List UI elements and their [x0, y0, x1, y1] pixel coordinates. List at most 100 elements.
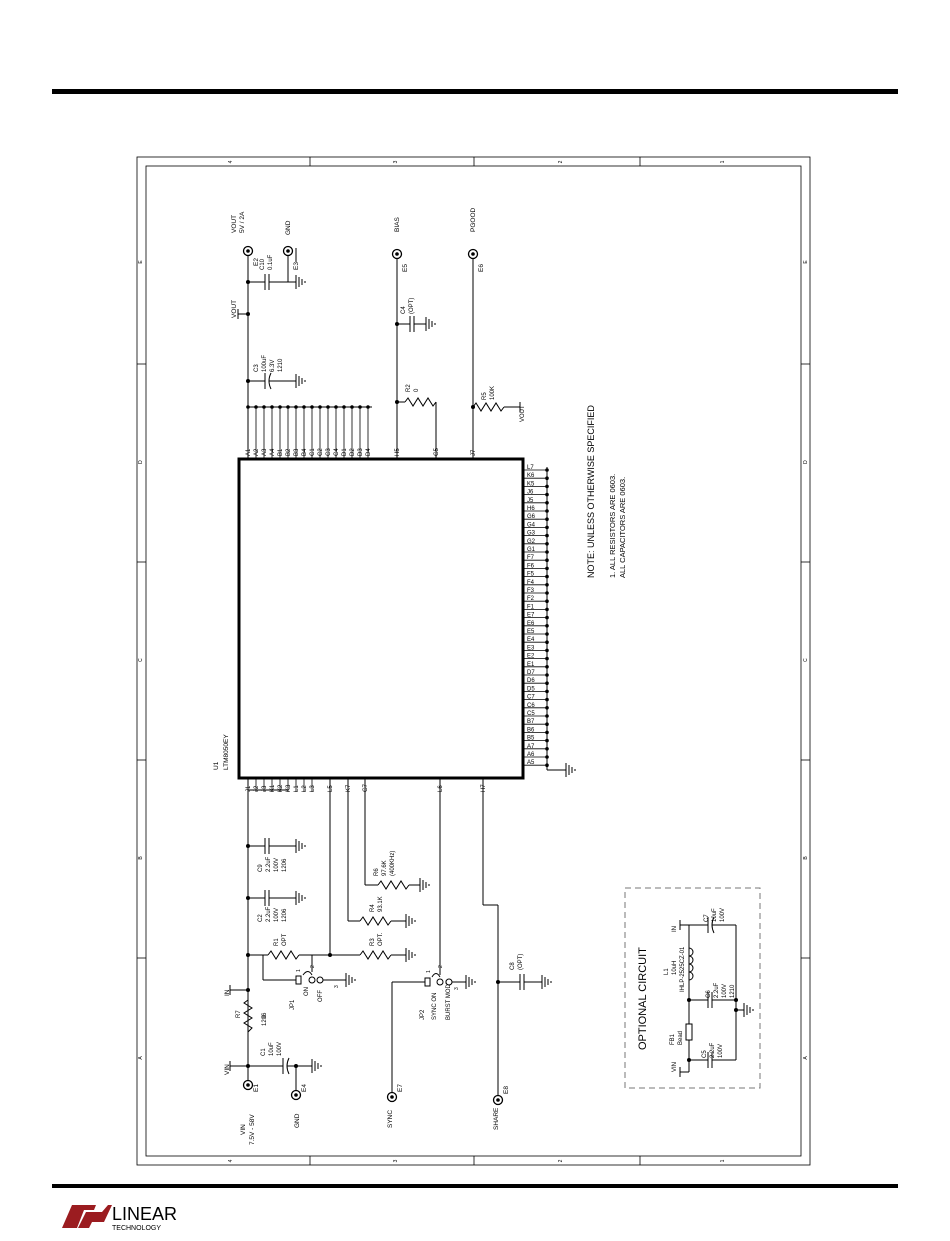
net-flag-vout: VOUT	[231, 300, 238, 318]
u1-pin-number: J1	[246, 785, 252, 792]
r3-ref: R3	[370, 938, 376, 946]
u1-gnd-pin-number: C7	[527, 695, 535, 701]
terminal-e3-ref: E3	[293, 262, 300, 270]
r2-value: 0	[414, 388, 420, 392]
u1-gnd-pin-number: F4	[527, 580, 535, 586]
u1-pin-number: L2	[302, 785, 308, 792]
u1-gnd-pin-number: F5	[527, 572, 535, 578]
jp2-ref: JP2	[420, 1009, 426, 1020]
u1-pin-number: J2	[254, 785, 260, 792]
optional-circuit-box	[624, 887, 761, 1089]
zone-letter-left: E	[138, 260, 144, 264]
u1-gnd-pin-number: D5	[527, 686, 535, 692]
u1-gnd-pin-number: B6	[527, 727, 535, 733]
u1-pin-number: K3	[286, 784, 292, 792]
u1-pin-number: D3	[358, 448, 364, 456]
zone-number-top: 3	[393, 160, 399, 163]
u1-pin-number: K7	[346, 784, 352, 792]
terminal-e4-ref: E4	[301, 1084, 308, 1092]
l1-value: 10uH	[672, 961, 678, 975]
c7-voltage: 100V	[720, 908, 726, 922]
u1-gnd-pin-number: A7	[527, 744, 535, 750]
u1-gnd-pin-number: E4	[527, 637, 535, 643]
zone-number-bottom: 1	[720, 1159, 726, 1162]
bottom-rule	[52, 1184, 898, 1188]
jp2-pin1: 1	[426, 970, 432, 973]
u1-pin-number: L3	[310, 785, 316, 792]
c10-value: 0.1uF	[268, 254, 274, 270]
fb1-ref: FB1	[670, 1033, 676, 1045]
terminal-pgood-label: PGOOD	[470, 207, 477, 232]
u1-gnd-pin-number: G3	[527, 531, 536, 537]
u1-pin-number: H5	[395, 448, 401, 456]
u1-pin-number: J7	[471, 449, 477, 456]
u1-gnd-pin-number: L7	[527, 465, 534, 471]
jp2-off-label: BURST MODE	[446, 980, 452, 1020]
c9-ref: C9	[258, 864, 264, 872]
u1-pin-number: B2	[286, 448, 292, 456]
c2-ref: C2	[258, 914, 264, 922]
u1-pin-number: A3	[262, 448, 268, 456]
terminal-vout-spec: 5V / 2A	[239, 211, 246, 233]
terminals	[242, 245, 504, 1106]
u1-gnd-pin-number: E1	[527, 662, 535, 668]
jp2-pin2: 2	[438, 965, 444, 968]
u1-gnd-pin-number: G4	[527, 522, 536, 528]
zone-letter-right: B	[803, 856, 809, 860]
zone-letter-right: C	[803, 658, 809, 662]
terminal-bias-label: BIAS	[394, 217, 401, 232]
c2-voltage: 100V	[274, 908, 280, 922]
c1-voltage: 100V	[277, 1042, 283, 1056]
zone-letter-left: B	[138, 856, 144, 860]
u1-pin-number: J3	[262, 785, 268, 792]
u1-ref: U1	[213, 761, 220, 770]
zone-letter-left: A	[138, 1056, 144, 1060]
u1-pin-number: K2	[278, 784, 284, 792]
r4-ref: R4	[370, 904, 376, 912]
wiring	[229, 251, 566, 1095]
c3-voltage: 6.3V	[270, 360, 276, 372]
zone-number-top: 1	[720, 160, 726, 163]
zone-number-bottom: 2	[558, 1159, 564, 1162]
r3-value: OPT.	[378, 932, 384, 946]
jp1-pin3: 3	[334, 985, 340, 988]
net-flag-in: IN	[224, 989, 231, 996]
logo-sub: TECHNOLOGY	[112, 1225, 161, 1232]
c9-voltage: 100V	[274, 858, 280, 872]
r7-ref: R7	[236, 1010, 242, 1018]
u1-gnd-pin-number: F7	[527, 555, 535, 561]
u1-gnd-pin-number: F3	[527, 588, 535, 594]
u1-gnd-pin-number: F1	[527, 604, 535, 610]
u1-gnd-pin-number: G2	[527, 539, 536, 545]
zone-letter-right: D	[803, 460, 809, 464]
u1-pin-number: A4	[270, 448, 276, 456]
jp1-ref: JP1	[290, 999, 296, 1010]
jumper-jp1	[295, 971, 324, 985]
u1-gnd-pin-number: G1	[527, 547, 536, 553]
u1-pin-number: D1	[342, 448, 348, 456]
top-rule	[52, 89, 898, 94]
u1-pin-number: C4	[334, 448, 340, 456]
optional-in-flag: IN	[672, 926, 678, 932]
u1-gnd-pin-number: B7	[527, 719, 535, 725]
u1-pin-number: B3	[294, 448, 300, 456]
junction-dots	[246, 280, 500, 1068]
u1-pin-number: G5	[434, 447, 440, 456]
r1-value: OPT	[282, 933, 288, 946]
c5-ref: C5	[702, 1050, 708, 1058]
note-line-1: 1. ALL RESISTORS ARE 0603.	[608, 474, 617, 578]
zone-number-top: 4	[228, 160, 234, 163]
u1-pin-number: L5	[328, 785, 334, 792]
terminal-e2-ref: E2	[253, 258, 260, 266]
c4-ref: C4	[401, 306, 407, 314]
u1-gnd-pin-number: A5	[527, 760, 535, 766]
l1-ref: L1	[664, 968, 670, 975]
c7-value: 10uF	[712, 908, 718, 922]
c5-value: 2.2uF	[710, 1042, 716, 1058]
u1-body	[237, 457, 525, 780]
u1-gnd-pin-number: E3	[527, 645, 535, 651]
u1-gnd-pin-number: F2	[527, 596, 535, 602]
jp1-pin2: 2	[310, 965, 316, 968]
u1-pin-number: B1	[278, 448, 284, 456]
